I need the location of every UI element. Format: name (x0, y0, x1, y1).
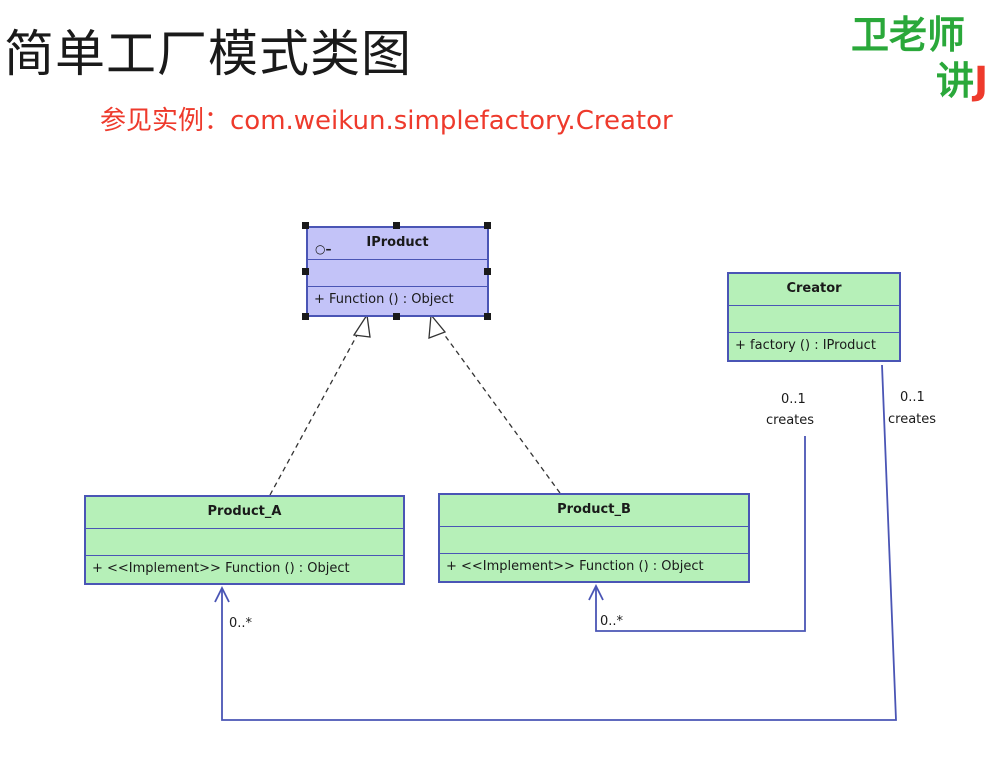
iproduct-interface[interactable]: ○– IProduct + Function () : Object (306, 226, 489, 317)
realization-line-b (437, 325, 561, 494)
creator-operation: + factory () : IProduct (735, 338, 876, 353)
selection-handle[interactable] (302, 222, 309, 229)
product-b-operation: + <<Implement>> Function () : Object (446, 559, 704, 574)
selection-handle[interactable] (484, 313, 491, 320)
brand-logo-line1: 卫老师 (851, 13, 966, 57)
role-label: creates (888, 412, 937, 427)
realization-arrowhead-b (428, 313, 447, 339)
product-a-operation: + <<Implement>> Function () : Object (92, 561, 350, 576)
association-arrowhead-a (214, 585, 230, 603)
product-a-attributes (86, 529, 403, 556)
brand-logo-line2: 讲J (936, 50, 993, 105)
multiplicity-label: 0..1 (781, 392, 806, 407)
creator-attributes (729, 306, 899, 333)
iproduct-header: ○– IProduct (308, 228, 487, 260)
product-b-name: Product_B (440, 495, 748, 527)
multiplicity-label: 0..* (600, 614, 624, 629)
creator-class[interactable]: Creator + factory () : IProduct (727, 272, 901, 362)
product-b-class[interactable]: Product_B + <<Implement>> Function () : … (438, 493, 750, 583)
creator-name: Creator (729, 274, 899, 306)
product-a-class[interactable]: Product_A + <<Implement>> Function () : … (84, 495, 405, 585)
selection-handle[interactable] (302, 313, 309, 320)
product-a-name: Product_A (86, 497, 403, 529)
selection-handle[interactable] (393, 222, 400, 229)
iproduct-name: IProduct (366, 235, 429, 250)
selection-handle[interactable] (302, 268, 309, 275)
selection-handle[interactable] (484, 268, 491, 275)
selection-handle[interactable] (393, 313, 400, 320)
association-line-a (221, 364, 897, 721)
page-title: 简单工厂模式类图 (4, 25, 412, 83)
multiplicity-label: 0..* (229, 616, 253, 631)
multiplicity-label: 0..1 (900, 390, 925, 405)
example-reference: 参见实例：com.weikun.simplefactory.Creator (100, 106, 673, 136)
role-label: creates (766, 413, 815, 428)
iproduct-operation: + Function () : Object (314, 292, 454, 307)
realization-arrowhead-a (352, 313, 371, 338)
selection-handle[interactable] (484, 222, 491, 229)
iproduct-attributes (308, 260, 487, 287)
brand-logo-char: 讲 (936, 59, 975, 103)
brand-logo-java-char: J (974, 59, 989, 103)
product-b-attributes (440, 527, 748, 554)
realization-line-a (269, 325, 363, 496)
association-arrowhead-b (588, 583, 604, 601)
association-line-b (595, 436, 806, 632)
lollipop-icon: ○– (315, 242, 332, 256)
